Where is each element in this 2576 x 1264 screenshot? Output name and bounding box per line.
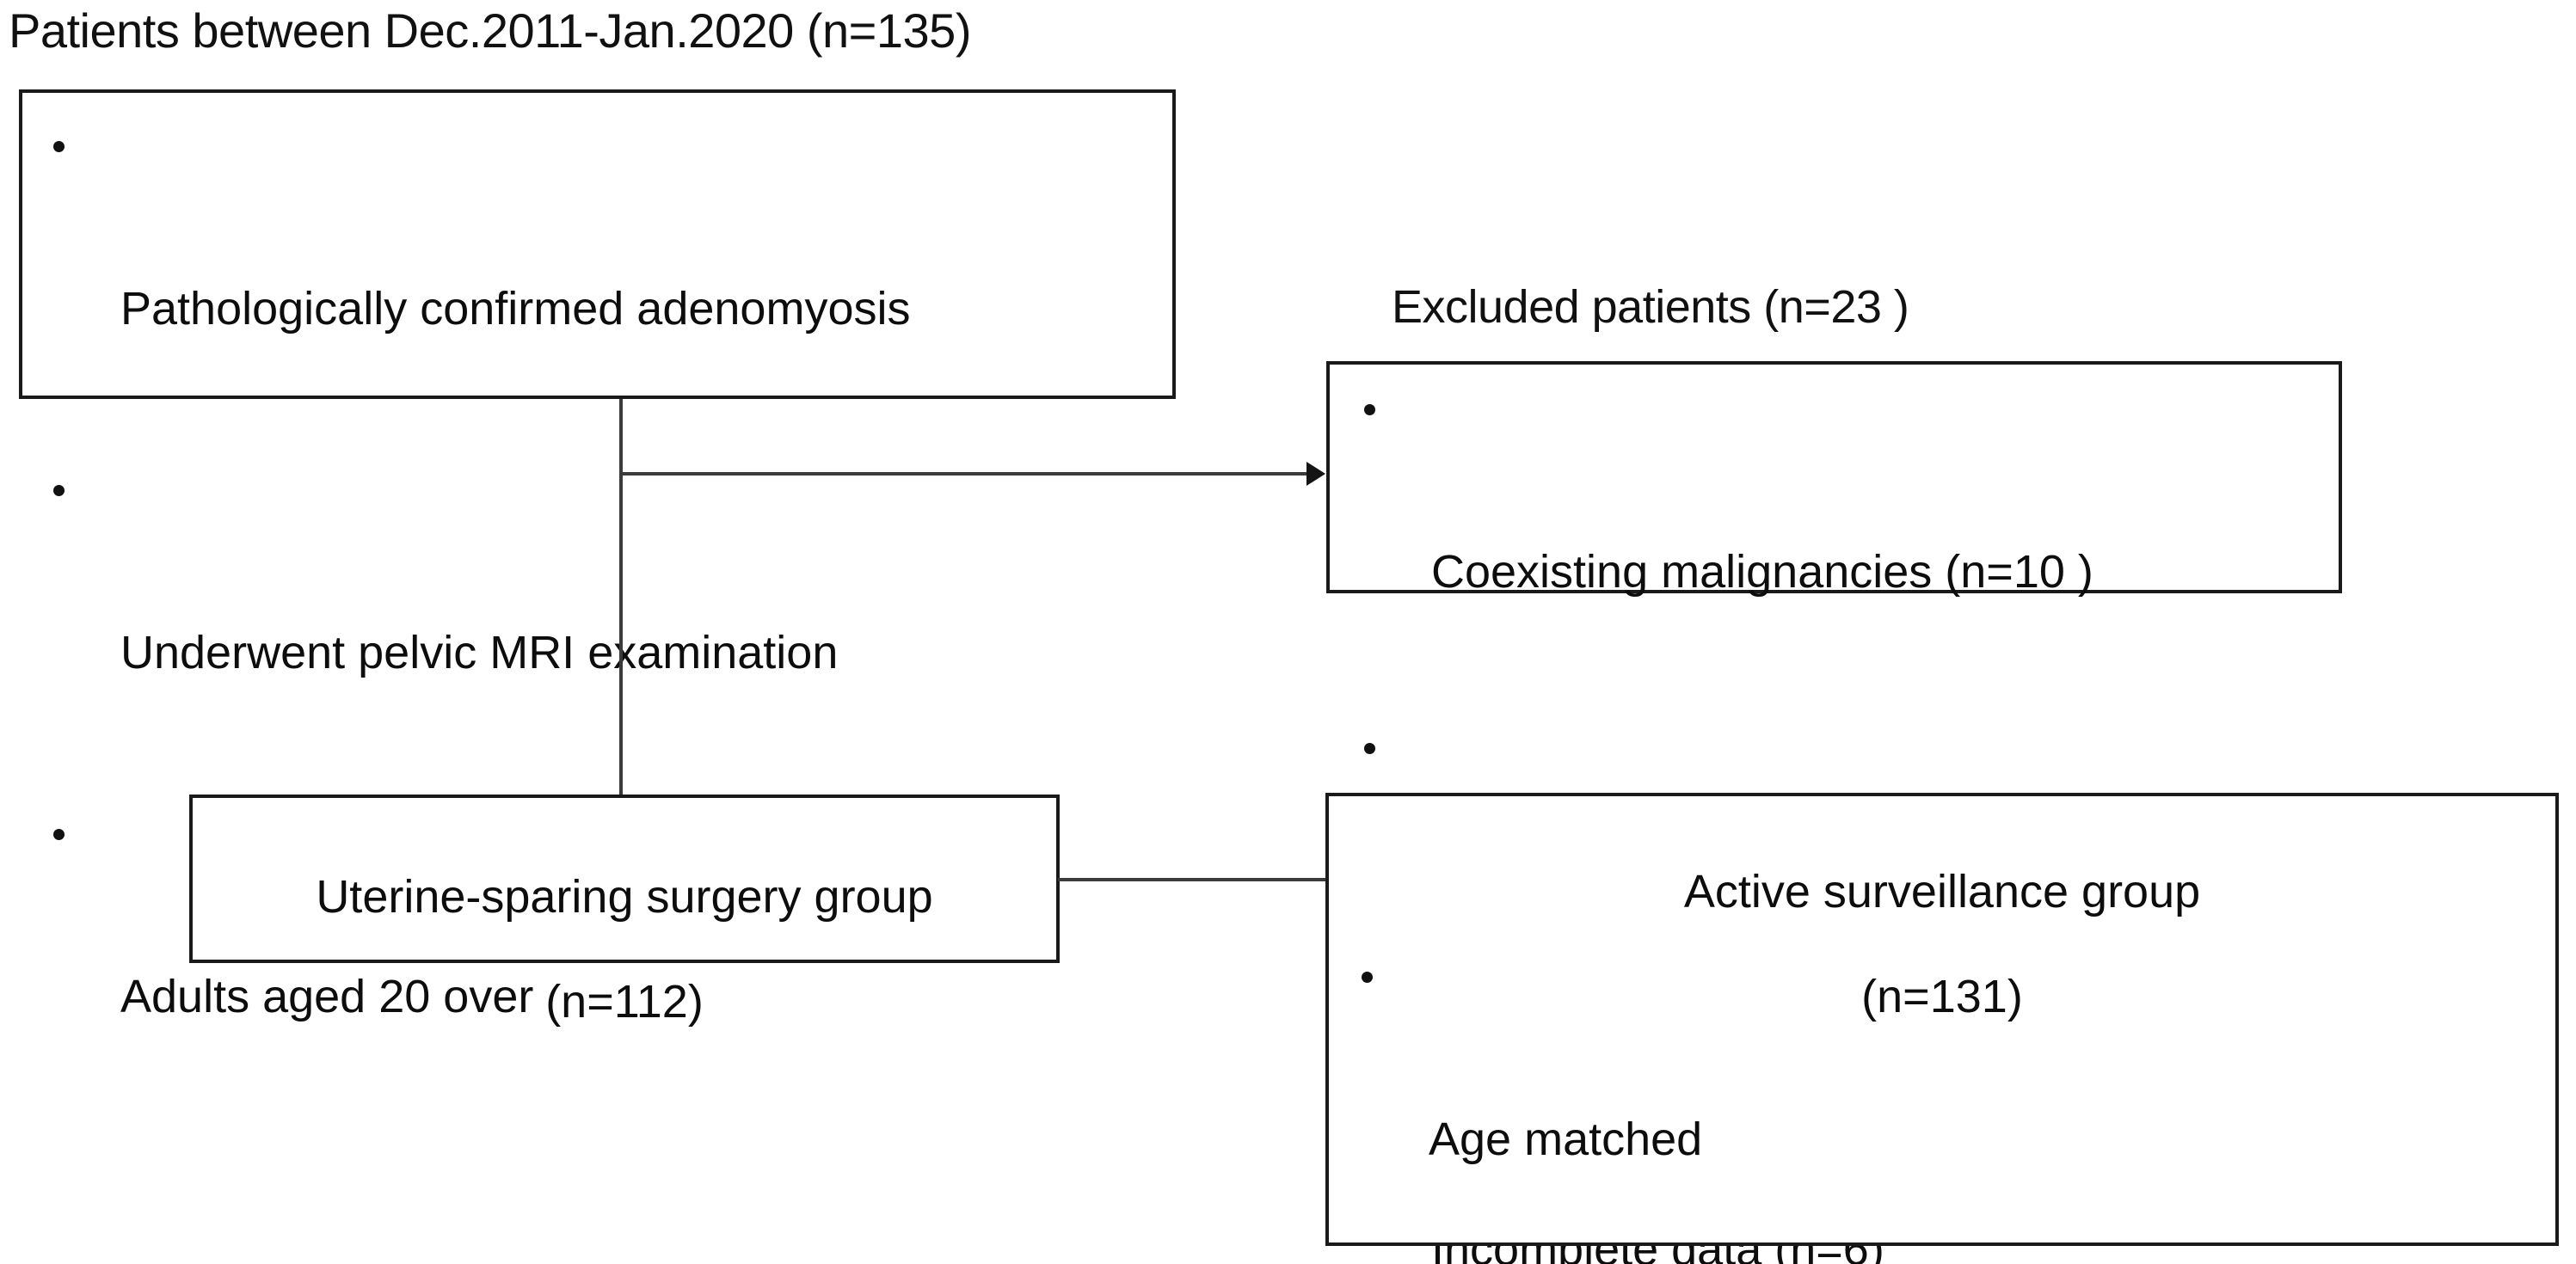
- cohort-label: Patients between Dec.2011-Jan.2020 (n=13…: [9, 3, 971, 58]
- list-item: Underwent pelvic MRI examination: [53, 466, 1146, 786]
- bullet-icon: [53, 140, 65, 152]
- excluded-reason-1: Coexisting malignancies (n=10 ): [1431, 546, 2093, 598]
- surgery-group-title-block: Uterine-sparing surgery group (n=112): [193, 819, 1056, 1028]
- list-item: Age matched: [1362, 953, 2531, 1264]
- trunk-from-inclusion-to-surgery-group: [619, 399, 623, 796]
- list-item: Pathologically confirmed adenomyosis: [53, 122, 1146, 442]
- bullet-icon: [1364, 742, 1375, 754]
- list-item: Adults aged 20 over: [53, 810, 1146, 1130]
- inclusion-criteria-list: Pathologically confirmed adenomyosis Und…: [53, 122, 1146, 1130]
- excluded-patients-box: Coexisting malignancies (n=10 ) Poor ima…: [1326, 361, 2342, 1264]
- arrow-right-icon: [1306, 462, 1325, 486]
- inclusion-criterion-1: Pathologically confirmed adenomyosis: [120, 283, 911, 334]
- inclusion-criteria-box: Pathologically confirmed adenomyosis Und…: [19, 89, 1176, 1022]
- inclusion-criterion-2: Underwent pelvic MRI examination: [120, 627, 839, 678]
- active-surveillance-group-box: Active surveillance group (n=131) Age ma…: [1325, 793, 2559, 1246]
- uterine-sparing-surgery-group-box: Uterine-sparing surgery group (n=112): [189, 795, 1060, 1028]
- branch-to-excluded-box: [621, 472, 1309, 476]
- excluded-patients-caption: Excluded patients (n=23 ): [1392, 281, 1909, 333]
- bullet-icon: [53, 828, 65, 840]
- list-item: Coexisting malignancies (n=10 ): [1364, 385, 2310, 705]
- surgery-group-title: Uterine-sparing surgery group: [316, 871, 933, 923]
- surveillance-group-title: Active surveillance group: [1683, 866, 2201, 918]
- bullet-icon: [1364, 403, 1375, 415]
- link-surgery-to-surveillance: [1058, 878, 1327, 881]
- surgery-group-count: (n=112): [545, 976, 704, 1028]
- bullet-icon: [1362, 971, 1373, 983]
- surveillance-attribute-1: Age matched: [1429, 1114, 1703, 1165]
- bullet-icon: [53, 484, 65, 496]
- surveillance-group-title-block: Active surveillance group (n=131): [1329, 813, 2555, 1023]
- surveillance-group-count: (n=131): [1861, 971, 2023, 1023]
- surveillance-attributes-list: Age matched Underwent pelvic MRI examina…: [1362, 953, 2531, 1264]
- inclusion-criterion-3: Adults aged 20 over: [120, 971, 534, 1022]
